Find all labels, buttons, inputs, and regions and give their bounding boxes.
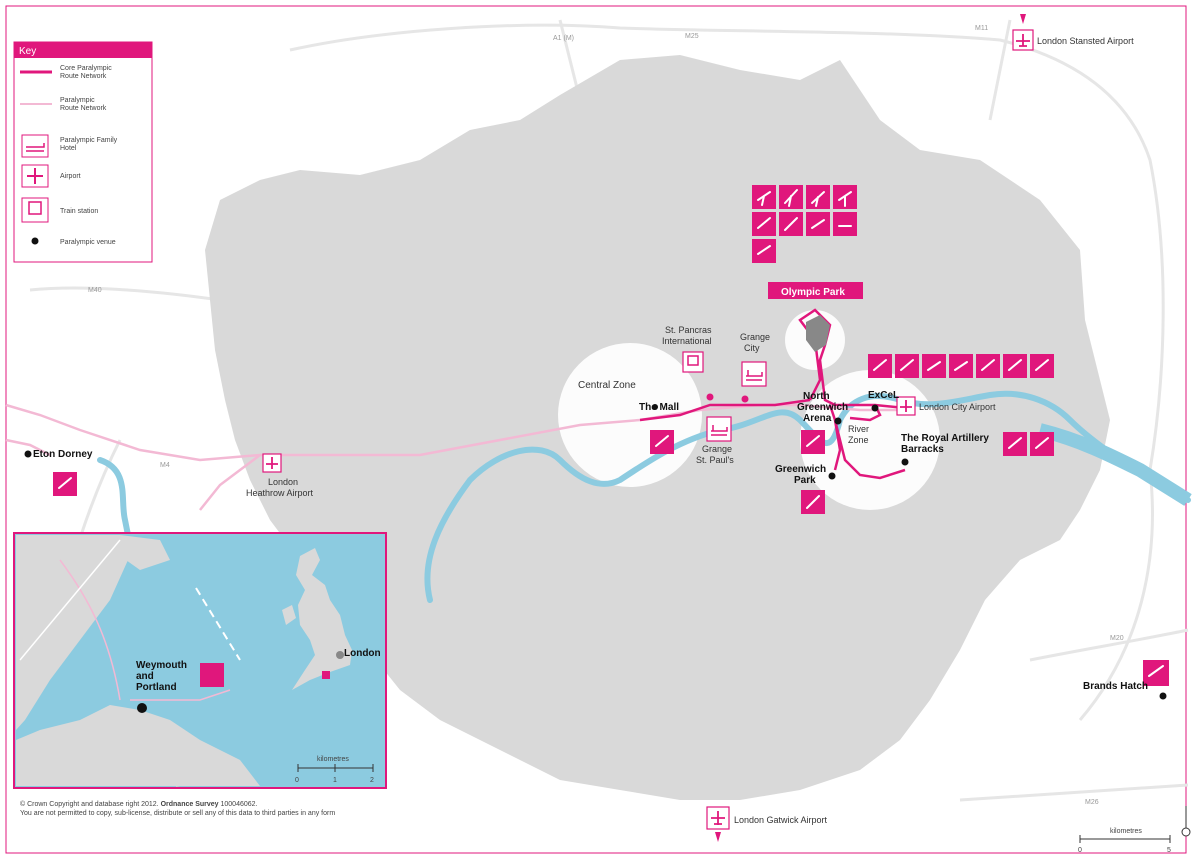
the-mall-label: The Mall: [639, 402, 679, 413]
grange-city-label-1: Grange: [740, 332, 770, 342]
key-item-core-route-1: Core Paralympic: [60, 65, 112, 72]
venue-dots: [24, 404, 1167, 700]
grange-st-pauls-label-1: Grange: [702, 444, 732, 454]
north-greenwich-label-3: Arena: [803, 413, 832, 424]
hotel-bed-symbols: [687, 355, 763, 436]
greenwich-park-label-2: Park: [794, 475, 816, 486]
inset-scale-2: 2: [370, 777, 374, 784]
road-label-m26: M26: [1085, 799, 1099, 806]
grange-city-label-2: City: [744, 343, 760, 353]
inset-weymouth-label-3: Portland: [136, 682, 177, 693]
airport-icons: [262, 14, 1034, 842]
key-item-hotel-1: Paralympic Family: [60, 137, 118, 144]
key-item-route-1: Paralympic: [60, 97, 95, 104]
stansted-airport-label: London Stansted Airport: [1037, 36, 1134, 46]
north-greenwich-label-1: North: [803, 391, 830, 402]
key-item-airport: Airport: [60, 173, 81, 180]
road-label-m25: M25: [685, 33, 699, 40]
hotel-dots: [706, 393, 749, 403]
key-item-train: Train station: [60, 208, 98, 215]
heathrow-label-1: London: [268, 477, 298, 487]
heathrow-label-2: Heathrow Airport: [246, 488, 314, 498]
royal-artillery-label-2: Barracks: [901, 444, 944, 455]
scale-tick-0: 0: [1078, 847, 1082, 854]
north-arrow-icon: [1181, 827, 1191, 837]
road-label-a1m: A1 (M): [553, 35, 574, 42]
eton-dorney-label: Eton Dorney: [33, 449, 93, 460]
scale-bar: kilometres 0 5: [1078, 806, 1191, 854]
key-item-venue: Paralympic venue: [60, 239, 116, 246]
map-key: Key Core Paralympic Route Network Paraly…: [13, 41, 153, 263]
st-pancras-train-icon: [682, 351, 704, 373]
inset-map: Weymouth and Portland London kilometres …: [13, 532, 387, 789]
key-item-core-route-2: Route Network: [60, 73, 107, 80]
inset-london-label: London: [344, 648, 381, 659]
scale-title: kilometres: [1110, 828, 1142, 835]
royal-artillery-label-1: The Royal Artillery: [901, 433, 989, 444]
inset-scale-1: 1: [333, 777, 337, 784]
road-label-m11: M11: [975, 25, 988, 32]
copyright-line-1: © Crown Copyright and database right 201…: [20, 800, 258, 808]
st-pancras-label-2: International: [662, 336, 712, 346]
inset-scale-title: kilometres: [317, 756, 349, 763]
river-thames: [97, 390, 1191, 603]
st-pancras-label-1: St. Pancras: [665, 325, 712, 335]
inset-scale-0: 0: [295, 777, 299, 784]
scale-tick-5: 5: [1167, 847, 1171, 854]
excel-label: ExCeL: [868, 390, 899, 401]
brands-hatch-label: Brands Hatch: [1083, 681, 1148, 692]
road-label-m20: M20: [1110, 635, 1124, 642]
city-airport-label: London City Airport: [919, 402, 996, 412]
inset-weymouth-label-2: and: [136, 671, 154, 682]
key-title: Key: [19, 46, 36, 57]
road-label-m4: M4: [160, 462, 170, 469]
river-thames-wide: [1038, 423, 1192, 506]
inset-weymouth-label-1: Weymouth: [136, 660, 187, 671]
key-item-hotel-2: Hotel: [60, 145, 77, 152]
central-zone-label: Central Zone: [578, 380, 636, 391]
north-greenwich-label-2: Greenwich: [797, 402, 848, 413]
olympic-park-banner: [768, 282, 863, 299]
greenwich-park-label-1: Greenwich: [775, 464, 826, 475]
gatwick-airport-label: London Gatwick Airport: [734, 815, 828, 825]
olympic-park-label: Olympic Park: [781, 287, 845, 298]
road-label-m40: M40: [88, 287, 102, 294]
key-item-route-2: Route Network: [60, 105, 107, 112]
river-zone-label-1: River: [848, 424, 869, 434]
olympic-park-site: [806, 315, 830, 352]
copyright-line-2: You are not permitted to copy, sub-licen…: [20, 810, 335, 817]
river-zone-label-2: Zone: [848, 435, 869, 445]
grange-st-pauls-label-2: St. Paul's: [696, 455, 734, 465]
